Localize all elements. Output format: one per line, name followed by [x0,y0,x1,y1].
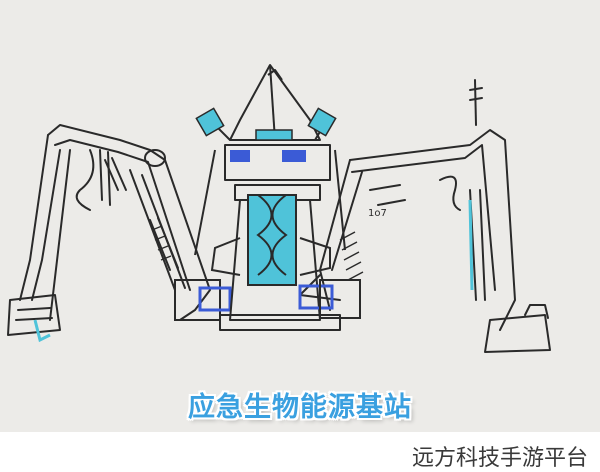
left-cyan-vent [195,107,225,137]
left-arm-stripes [151,225,172,261]
right-arm [299,79,551,353]
right-cyan-accent [468,199,474,291]
head-cyan-band [255,129,293,141]
dna-helix-a [256,194,273,276]
right-arm-stripes [339,231,364,281]
right-arm-scribble: 1o7 [368,208,387,219]
central-core [194,64,346,331]
footer-bar [0,432,600,472]
left-blue-bracket [198,286,232,312]
right-blue-bracket [298,284,334,310]
image-caption: 应急生物能源基站 [188,392,412,423]
core-side-hose-left [210,237,241,276]
core-cyan-tube [247,194,297,286]
right-joint-box [319,279,361,319]
robot-sketch: 1o7 [7,64,551,353]
dna-helix-b [271,194,288,276]
left-joint-box [174,279,221,321]
sketch-paper: 1o7 应急生物能源基站 [0,0,600,432]
left-cyan-accent [33,319,51,343]
head-blue-block-left [230,150,250,162]
watermark-text: 远方科技手游平台 [411,446,588,471]
core-side-hose-right [299,237,331,276]
right-cyan-vent [307,107,337,137]
left-arm [7,124,211,336]
head-blue-block-right [282,150,306,162]
